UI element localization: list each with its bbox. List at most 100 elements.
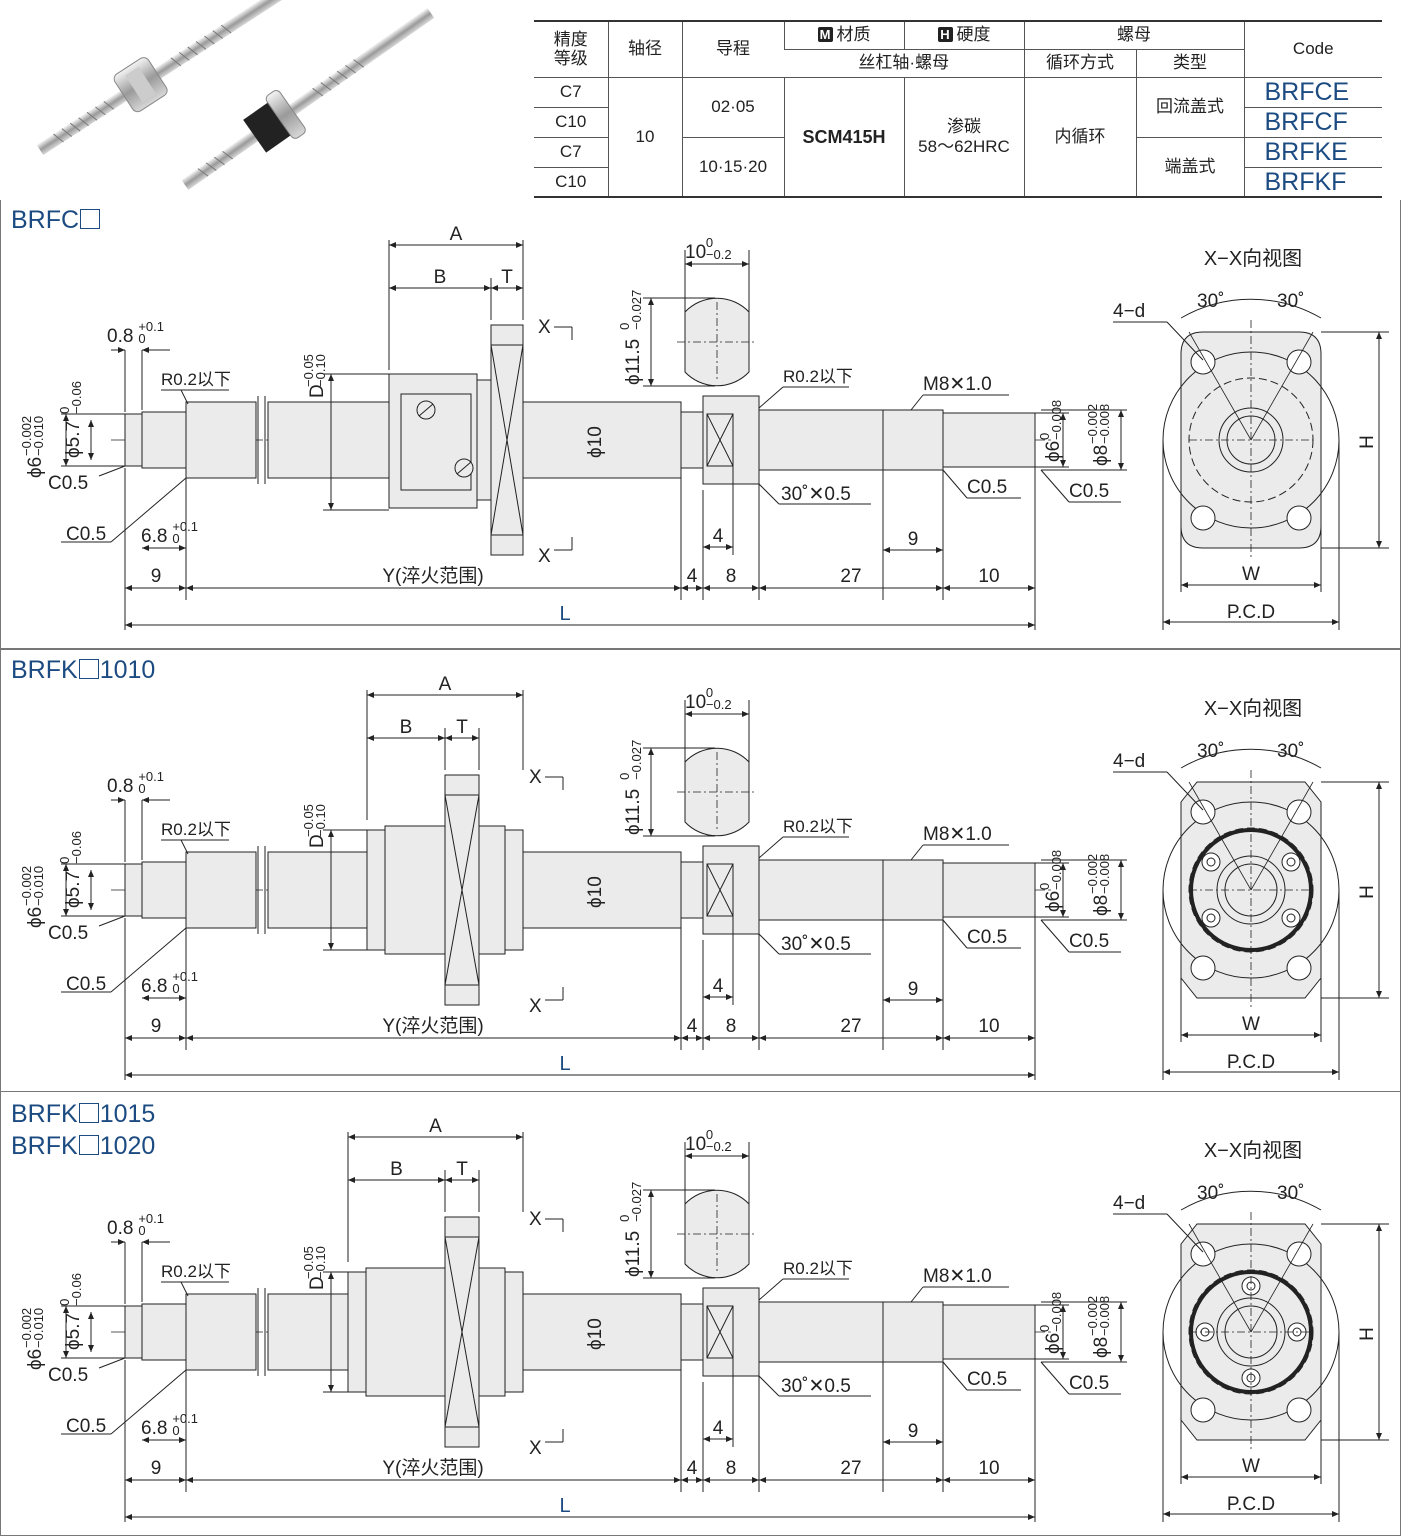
arrowhead bbox=[186, 585, 193, 591]
arrowhead bbox=[685, 261, 692, 267]
end-journal bbox=[942, 862, 1036, 918]
arrowhead bbox=[63, 909, 69, 916]
label-Y: Y(淬火范围) bbox=[382, 565, 483, 587]
shaft-end-step bbox=[141, 411, 187, 469]
angle-line bbox=[1188, 1223, 1252, 1333]
arrowhead bbox=[367, 692, 374, 698]
label-27: 27 bbox=[840, 1016, 861, 1037]
label-C0.5: C0.5 bbox=[66, 974, 106, 995]
arrowhead bbox=[696, 585, 703, 591]
label-8: 8 bbox=[726, 1458, 737, 1479]
precision-cell: C10 bbox=[534, 166, 608, 198]
tol-upper: −0.002 bbox=[19, 1308, 34, 1348]
label-chamfer: 30˚✕0.5 bbox=[781, 1376, 851, 1397]
arrowhead bbox=[1314, 1032, 1321, 1038]
arrowhead bbox=[1163, 619, 1170, 625]
arrowhead bbox=[186, 1035, 193, 1041]
label-9: 9 bbox=[151, 1458, 162, 1479]
tol-lower: −0.2 bbox=[706, 247, 732, 262]
arrowhead bbox=[752, 585, 759, 591]
blank-box-icon bbox=[78, 1135, 99, 1155]
code-cell[interactable]: BRFKE bbox=[1243, 136, 1382, 167]
arrowhead bbox=[63, 459, 69, 466]
arrowhead bbox=[1060, 460, 1066, 467]
mounting-hole-icon bbox=[1286, 505, 1312, 531]
arrowhead bbox=[516, 285, 523, 291]
tol-lower: 0 bbox=[138, 1223, 145, 1238]
dim-label: ϕ6 bbox=[25, 907, 46, 928]
arrowhead bbox=[1060, 863, 1066, 870]
tol-upper: 0 bbox=[57, 857, 72, 864]
support-journal bbox=[758, 409, 884, 471]
arrowhead bbox=[703, 585, 710, 591]
tol-upper: −0.05 bbox=[301, 1246, 316, 1279]
label-C0.5: C0.5 bbox=[48, 473, 88, 494]
label-C0.5: C0.5 bbox=[967, 477, 1007, 498]
arrowhead bbox=[1118, 463, 1124, 470]
tol-lower: 0 bbox=[172, 1423, 179, 1438]
tol-upper: 0 bbox=[1037, 433, 1052, 440]
label-C0.5: C0.5 bbox=[66, 524, 106, 545]
label-C0.5: C0.5 bbox=[967, 1369, 1007, 1390]
shaft-end-step bbox=[141, 1303, 187, 1361]
tol-lower: −0.008 bbox=[1049, 1292, 1064, 1332]
dim-label: D bbox=[307, 1276, 328, 1290]
label-L: L bbox=[559, 1053, 570, 1075]
arrowhead bbox=[674, 585, 681, 591]
label-B: B bbox=[390, 1159, 403, 1180]
code-cell[interactable]: BRFCF bbox=[1243, 106, 1382, 137]
tol-upper: 0 bbox=[706, 685, 713, 700]
arrowhead bbox=[88, 420, 94, 427]
material-badge-icon: M bbox=[817, 27, 833, 43]
leader-line bbox=[110, 927, 187, 993]
arrowhead bbox=[883, 1439, 890, 1445]
mounting-hole-icon bbox=[1286, 1397, 1312, 1423]
arrowhead bbox=[1163, 1069, 1170, 1075]
arrowhead bbox=[648, 1190, 654, 1197]
arrowhead bbox=[726, 994, 733, 1000]
arrowhead bbox=[726, 544, 733, 550]
header-shaft-dia: 轴径 bbox=[607, 21, 682, 78]
nut-neck bbox=[476, 379, 492, 501]
tol-lower: −0.010 bbox=[31, 416, 46, 456]
arrowhead bbox=[936, 1477, 943, 1483]
dim-label: ϕ6 bbox=[1043, 441, 1064, 462]
tol-lower: 0 bbox=[172, 981, 179, 996]
mounting-hole-icon bbox=[1286, 1241, 1312, 1267]
tol-upper: 0 bbox=[706, 235, 713, 250]
dim-label: ϕ5.7 bbox=[63, 871, 84, 908]
code-cell[interactable]: BRFCE bbox=[1243, 77, 1382, 107]
arrowhead bbox=[186, 1477, 193, 1483]
arrowhead bbox=[752, 1477, 759, 1483]
label-30deg: 30˚ bbox=[1277, 1183, 1304, 1204]
label-T: T bbox=[501, 267, 513, 288]
arrowhead bbox=[1163, 1511, 1170, 1517]
header-precision: 精度 等级 bbox=[534, 21, 608, 78]
arrowhead bbox=[88, 1345, 94, 1352]
screw-shaft bbox=[185, 401, 257, 479]
ball-nut-body bbox=[384, 825, 446, 955]
label-PCD: P.C.D bbox=[1227, 602, 1275, 623]
arrowhead bbox=[703, 544, 710, 550]
label-D: D−0.05−0.10 bbox=[301, 804, 328, 848]
label-0.8: 0.8 bbox=[107, 776, 133, 797]
arrowhead bbox=[1118, 410, 1124, 417]
arrowhead bbox=[742, 261, 749, 267]
screw-shaft bbox=[185, 851, 257, 929]
code-cell[interactable]: BRFKF bbox=[1243, 166, 1382, 198]
leader-line bbox=[180, 839, 189, 855]
label-M8: M8✕1.0 bbox=[923, 1266, 992, 1287]
blank-box-icon bbox=[80, 209, 101, 229]
label-C0.5: C0.5 bbox=[1069, 481, 1109, 502]
label-W: W bbox=[1242, 1456, 1260, 1477]
tol-upper: −0.002 bbox=[1085, 404, 1100, 444]
arrowhead bbox=[125, 1072, 132, 1078]
mounting-hole-icon bbox=[1286, 799, 1312, 825]
section-mark-X: X bbox=[529, 767, 542, 788]
label-6.8: 6.8 bbox=[141, 976, 167, 997]
phi10-label: ϕ10 bbox=[585, 1318, 606, 1350]
mounting-hole-icon bbox=[1190, 1241, 1216, 1267]
label-30deg: 30˚ bbox=[1277, 741, 1304, 762]
label-C0.5: C0.5 bbox=[66, 1416, 106, 1437]
